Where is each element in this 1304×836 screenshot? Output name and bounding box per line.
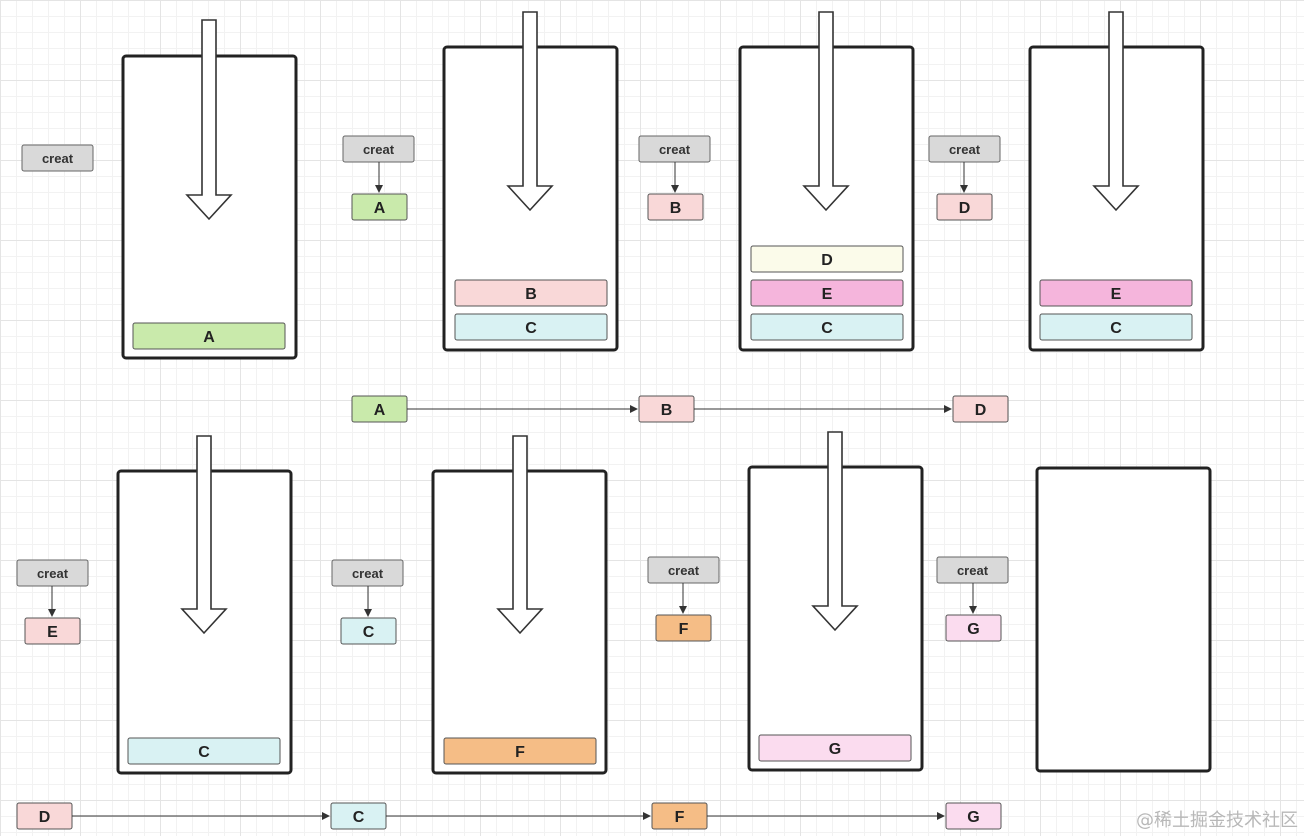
stack-block-label: G: [829, 741, 841, 758]
creat-label: creat: [668, 563, 700, 578]
watermark: @稀土掘金技术社区: [1136, 810, 1298, 831]
creat-node-7: creat: [647, 556, 720, 584]
created-node-label: G: [967, 621, 979, 638]
created-node-d: D: [936, 193, 993, 221]
sequence-row-2-node-d: D: [16, 802, 73, 830]
stack-block-c: C: [1039, 313, 1193, 341]
creat-label: creat: [352, 566, 384, 581]
stack-block-e: E: [750, 279, 904, 307]
sequence-row-1-node-label: B: [661, 402, 673, 419]
stack-block-label: B: [525, 286, 537, 303]
stack-block-label: C: [821, 320, 833, 337]
created-node-b: B: [647, 193, 704, 221]
sequence-row-1-node-a: A: [351, 395, 408, 423]
stack-block-label: E: [1111, 286, 1122, 303]
stack-block-label: C: [198, 744, 210, 761]
sequence-row-2-node-label: D: [39, 809, 51, 826]
sequence-row-2-node-f: F: [651, 802, 708, 830]
sequence-row-2-node-c: C: [330, 802, 387, 830]
created-node-label: F: [679, 621, 689, 638]
sequence-row-1-node-label: A: [374, 402, 386, 419]
creat-label: creat: [659, 142, 691, 157]
stack-block-label: E: [822, 286, 833, 303]
stack-block-b: B: [454, 279, 608, 307]
stack-block-e: E: [1039, 279, 1193, 307]
stack-block-d: D: [750, 245, 904, 273]
flow-arrow-5: [180, 435, 228, 635]
sequence-row-1-node-b: B: [638, 395, 695, 423]
sequence-row-2-node-label: C: [353, 809, 365, 826]
stack-block-c: C: [750, 313, 904, 341]
creat-node-1: creat: [21, 144, 94, 172]
creat-node-4: creat: [928, 135, 1001, 163]
stack-block-a: A: [132, 322, 286, 350]
creat-label: creat: [363, 142, 395, 157]
creat-node-8: creat: [936, 556, 1009, 584]
created-node-label: E: [47, 624, 58, 641]
stack-block-label: D: [821, 252, 833, 269]
creat-node-6: creat: [331, 559, 404, 587]
flow-arrow-6: [496, 435, 544, 635]
stack-block-label: A: [203, 329, 215, 346]
creat-label: creat: [957, 563, 989, 578]
sequence-row-2-node-g: G: [945, 802, 1002, 830]
stack-block-c: C: [454, 313, 608, 341]
created-node-label: D: [959, 200, 971, 217]
stack-block-label: C: [525, 320, 537, 337]
created-node-label: A: [374, 200, 386, 217]
sequence-row-2-node-label: F: [675, 809, 685, 826]
stack-block-c: C: [127, 737, 281, 765]
created-node-g: G: [945, 614, 1002, 642]
stack-block-label: F: [515, 744, 525, 761]
sequence-row-1-node-d: D: [952, 395, 1009, 423]
stack-block-label: C: [1110, 320, 1122, 337]
creat-label: creat: [42, 151, 74, 166]
flow-arrow-7: [811, 431, 859, 632]
stack-block-f: F: [443, 737, 597, 765]
created-node-label: B: [670, 200, 682, 217]
flow-arrow-2: [506, 11, 554, 212]
creat-label: creat: [37, 566, 69, 581]
created-node-a: A: [351, 193, 408, 221]
created-node-label: C: [363, 624, 375, 641]
sequence-row-1-node-label: D: [975, 402, 987, 419]
creat-node-3: creat: [638, 135, 711, 163]
creat-label: creat: [949, 142, 981, 157]
flow-arrow-3: [802, 11, 850, 212]
created-node-c: C: [340, 617, 397, 645]
flow-arrow-4: [1092, 11, 1140, 212]
flow-arrow-1: [185, 19, 233, 221]
creat-node-2: creat: [342, 135, 415, 163]
stack-container-8: [1035, 466, 1212, 773]
created-node-e: E: [24, 617, 81, 645]
stack-block-g: G: [758, 734, 912, 762]
created-node-f: F: [655, 614, 712, 642]
creat-node-5: creat: [16, 559, 89, 587]
sequence-row-2-node-label: G: [967, 809, 979, 826]
